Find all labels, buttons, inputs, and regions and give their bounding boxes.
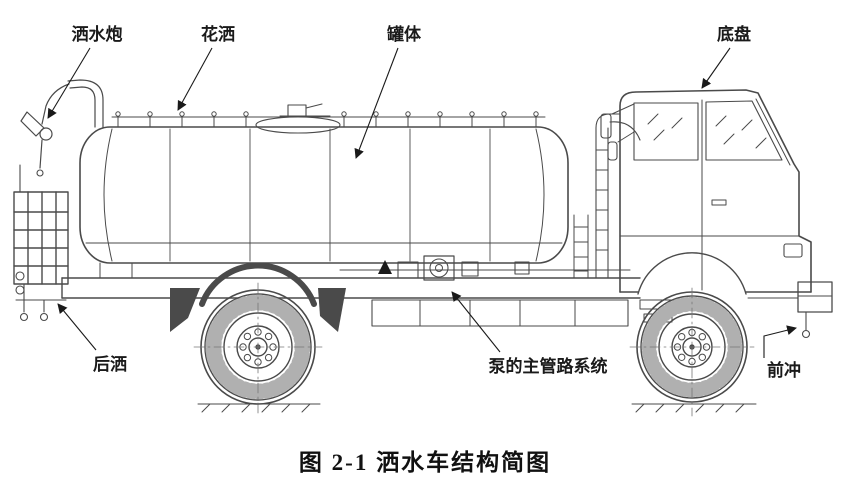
- ground-marks: [197, 403, 757, 413]
- rear-platform-drawing: [13, 164, 69, 322]
- chassis-drawing: [61, 262, 799, 332]
- leader-lines: [47, 47, 797, 358]
- tank-drawing: [79, 103, 589, 279]
- label-tank-body: 罐体: [386, 24, 422, 44]
- label-front-flush: 前冲: [767, 360, 801, 380]
- figure-caption: 图 2-1 洒水车结构简图: [299, 449, 551, 475]
- cab-drawing: [600, 89, 833, 339]
- rear-wheel-drawing: [193, 282, 323, 417]
- exhaust-stack-drawing: [595, 113, 641, 279]
- front-wheel-drawing: [629, 287, 755, 417]
- water-cannon-drawing: [20, 79, 104, 177]
- label-chassis: 底盘: [717, 24, 751, 44]
- pump-drawing: [339, 255, 631, 281]
- label-water-cannon: 洒水炮: [72, 24, 123, 44]
- label-shower-sprinkler: 花洒: [201, 24, 235, 44]
- sprinkler-posts-drawing: [111, 111, 546, 128]
- label-rear-sprinkler: 后洒: [93, 354, 127, 374]
- label-pump-pipeline: 泵的主管路系统: [489, 356, 608, 376]
